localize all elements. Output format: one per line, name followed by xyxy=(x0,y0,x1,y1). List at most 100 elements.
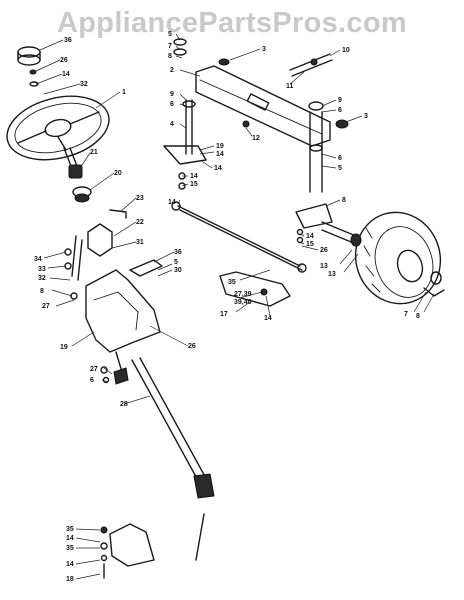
callout-label: 6 xyxy=(170,101,174,108)
callout-label: 2 xyxy=(170,67,174,74)
callout-label: 14 xyxy=(214,165,222,172)
callout-label: 35 xyxy=(228,279,236,286)
axle-pivot-block xyxy=(246,93,270,111)
callout-label: 39,40 xyxy=(234,299,252,306)
lower-bracket xyxy=(109,523,155,567)
callout-label: 27,39 xyxy=(234,291,252,298)
collar xyxy=(113,367,129,385)
callout-label: 14 xyxy=(168,199,176,206)
pivot-rod-nut xyxy=(310,58,318,66)
drag-link xyxy=(177,205,303,271)
callout-label: 35 xyxy=(66,545,74,552)
washer-center-2 xyxy=(178,182,186,190)
right-axle-stub xyxy=(321,221,357,245)
callout-label: 13 xyxy=(320,263,328,270)
steering-shaft-group xyxy=(100,357,215,579)
callout-label: 6 xyxy=(338,155,342,162)
steering-wheel-spokes xyxy=(17,111,100,151)
callout-label: 26 xyxy=(320,247,328,254)
shaft-link xyxy=(115,351,123,373)
drag-link-end-right xyxy=(297,263,307,273)
steering-housing-group xyxy=(64,209,163,385)
hub-cap xyxy=(430,271,442,285)
callout-label: 32 xyxy=(38,275,46,282)
callout-labels: 36 26 14 32 1 21 20 23 22 31 36 5 30 34 … xyxy=(34,31,420,583)
callout-label: 8 xyxy=(342,197,346,204)
callout-label: 17 xyxy=(220,311,228,318)
retaining-ring xyxy=(423,287,445,297)
callout-label: 6 xyxy=(338,107,342,114)
callout-label: 18 xyxy=(66,576,74,583)
steering-nut xyxy=(29,69,37,75)
callout-label: 36 xyxy=(64,37,72,44)
pivot-rod xyxy=(289,53,333,77)
callout-label: 8 xyxy=(40,288,44,295)
tire-outer xyxy=(354,211,442,305)
callout-label: 19 xyxy=(60,344,68,351)
bolt-stack-left xyxy=(71,235,83,281)
callout-label: 23 xyxy=(136,195,144,202)
callout-label: 14 xyxy=(62,71,70,78)
callout-label: 12 xyxy=(252,135,260,142)
top-plate xyxy=(129,259,163,277)
bushing xyxy=(74,193,90,203)
steering-housing xyxy=(85,269,161,353)
washer-right-2 xyxy=(296,236,304,244)
spacer-top-2 xyxy=(173,48,187,56)
callout-label: 26 xyxy=(188,343,196,350)
callout-label: 28 xyxy=(120,401,128,408)
lower-washer-1 xyxy=(100,542,108,550)
callout-label: 14 xyxy=(66,535,74,542)
right-spindle-cap xyxy=(308,101,324,111)
callout-label: 36 xyxy=(174,249,182,256)
callout-label: 32 xyxy=(80,81,88,88)
drag-link-end-left xyxy=(171,201,181,211)
callout-label: 7 xyxy=(404,311,408,318)
callout-label: 14 xyxy=(216,151,224,158)
right-spindle-shaft xyxy=(309,111,323,193)
callout-label: 19 xyxy=(216,143,224,150)
callout-label: 14 xyxy=(190,173,198,180)
right-spindle-nut xyxy=(335,119,349,129)
callout-label: 1 xyxy=(122,89,126,96)
callout-label: 5 xyxy=(338,165,342,172)
callout-label: 5 xyxy=(174,259,178,266)
axle-beam-edge xyxy=(199,79,323,135)
tie-rod-plate xyxy=(219,271,291,307)
steering-cap-base xyxy=(17,54,41,66)
callout-label: 34 xyxy=(34,256,42,263)
callout-label: 3 xyxy=(262,46,266,53)
support-bracket xyxy=(109,209,127,219)
spacer-top-1 xyxy=(173,38,187,46)
steering-washer xyxy=(29,81,39,87)
callout-label: 15 xyxy=(306,241,314,248)
right-spindle-arm xyxy=(295,203,333,229)
callout-label: 5 xyxy=(168,31,172,38)
callout-label: 14 xyxy=(66,561,74,568)
callout-label: 14 xyxy=(306,233,314,240)
callout-label: 21 xyxy=(90,149,98,156)
housing-edge xyxy=(93,291,139,331)
lower-rod xyxy=(195,513,205,561)
left-spindle-bushing xyxy=(182,100,196,108)
callout-label: 15 xyxy=(190,181,198,188)
lower-washer-2 xyxy=(100,554,108,562)
right-spindle-washer xyxy=(309,144,323,152)
pinion-gear xyxy=(68,164,83,179)
callout-label: 27 xyxy=(42,303,50,310)
shaft-coupler xyxy=(193,473,215,499)
callout-label: 22 xyxy=(136,219,144,226)
callout-label: 6 xyxy=(90,377,94,384)
callout-label: 33 xyxy=(38,266,46,273)
callout-label: 9 xyxy=(338,97,342,104)
axle-nut-left xyxy=(218,58,230,66)
steering-shaft-long xyxy=(131,357,209,485)
callout-label: 8 xyxy=(416,313,420,320)
front-axle-beam xyxy=(195,65,331,147)
callout-label: 26 xyxy=(60,57,68,64)
washer-left-5 xyxy=(102,376,110,384)
callout-label: 27 xyxy=(90,366,98,373)
leader-lines xyxy=(33,33,435,580)
